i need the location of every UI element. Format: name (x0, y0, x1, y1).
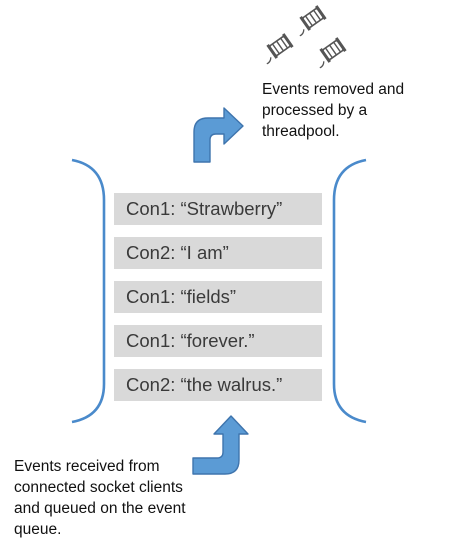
enqueue-arrow-icon (192, 415, 249, 475)
queue-item: Con1: “Strawberry” (114, 193, 322, 225)
note-line: Events received from (14, 458, 160, 475)
enqueue-note: Events received from connected socket cl… (14, 456, 186, 540)
threadpool-icons (266, 5, 347, 69)
queue-item: Con2: “I am” (114, 237, 322, 269)
queue-item: Con1: “fields” (114, 281, 322, 313)
note-line: threadpool. (262, 123, 340, 140)
thread-spool-icon (299, 5, 327, 37)
queue-left-bracket (71, 158, 106, 424)
thread-spool-icon (266, 33, 294, 65)
note-line: Events removed and (262, 81, 405, 98)
dequeue-note: Events removed and processed by a thread… (262, 79, 404, 142)
queue-item: Con1: “forever.” (114, 325, 322, 357)
dequeue-arrow-icon (193, 107, 244, 163)
queue-right-bracket (332, 158, 367, 424)
note-line: processed by a (262, 102, 368, 119)
note-line: queue. (14, 521, 62, 538)
queue-item: Con2: “the walrus.” (114, 369, 322, 401)
thread-spool-icon (319, 37, 347, 69)
note-line: and queued on the event (14, 500, 186, 517)
note-line: connected socket clients (14, 479, 183, 496)
